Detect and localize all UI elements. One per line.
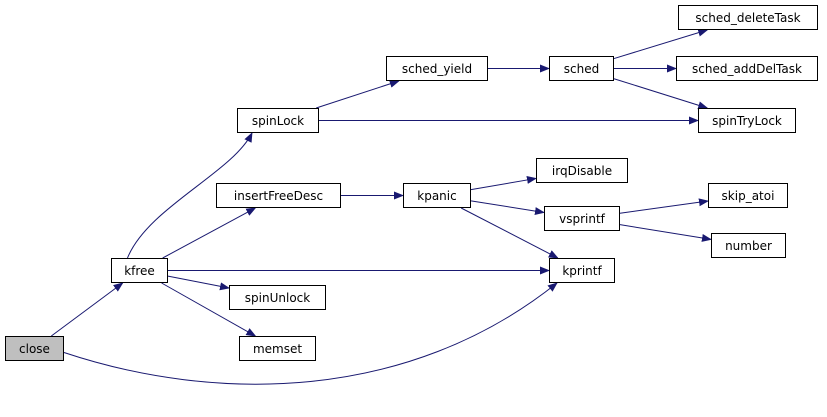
node-spintrylock[interactable]: spinTryLock bbox=[698, 108, 796, 133]
node-memset[interactable]: memset bbox=[239, 336, 316, 361]
node-number[interactable]: number bbox=[711, 233, 786, 258]
node-sched-deletetask[interactable]: sched_deleteTask bbox=[678, 5, 818, 30]
node-spinunlock[interactable]: spinUnlock bbox=[229, 285, 326, 310]
node-sched-yield[interactable]: sched_yield bbox=[386, 56, 488, 81]
node-sched-adddeltask[interactable]: sched_addDelTask bbox=[676, 56, 818, 81]
edge-spinlock-to-sched-yield bbox=[316, 79, 400, 109]
node-kfree[interactable]: kfree bbox=[111, 258, 168, 283]
edge-kfree-to-insertfreedesc bbox=[162, 207, 257, 259]
edge-kfree-to-spinlock bbox=[127, 132, 253, 259]
edge-sched-to-spintrylock bbox=[613, 78, 709, 110]
edge-kpanic-to-kprintf bbox=[460, 207, 559, 259]
node-vsprintf[interactable]: vsprintf bbox=[544, 206, 620, 231]
edge-kfree-to-memset bbox=[161, 282, 257, 337]
edge-vsprintf-to-number bbox=[619, 224, 712, 242]
node-kpanic[interactable]: kpanic bbox=[403, 183, 471, 208]
node-close[interactable]: close bbox=[5, 336, 64, 361]
edge-kfree-to-spinunlock bbox=[167, 275, 230, 291]
node-sched[interactable]: sched bbox=[549, 56, 614, 81]
node-insertfreedesc[interactable]: insertFreeDesc bbox=[216, 183, 341, 208]
edge-vsprintf-to-skip-atoi bbox=[619, 198, 709, 214]
edge-kpanic-to-irqdisable bbox=[470, 176, 537, 191]
edge-sched-to-sched-deletetask bbox=[613, 28, 709, 60]
edge-kpanic-to-vsprintf bbox=[470, 200, 545, 216]
node-irqdisable[interactable]: irqDisable bbox=[536, 158, 628, 183]
edge-close-to-kprintf bbox=[63, 282, 558, 385]
node-skip-atoi[interactable]: skip_atoi bbox=[708, 183, 788, 208]
node-spinlock[interactable]: spinLock bbox=[237, 108, 319, 133]
edge-close-to-kfree bbox=[51, 282, 124, 337]
node-kprintf[interactable]: kprintf bbox=[549, 258, 615, 283]
